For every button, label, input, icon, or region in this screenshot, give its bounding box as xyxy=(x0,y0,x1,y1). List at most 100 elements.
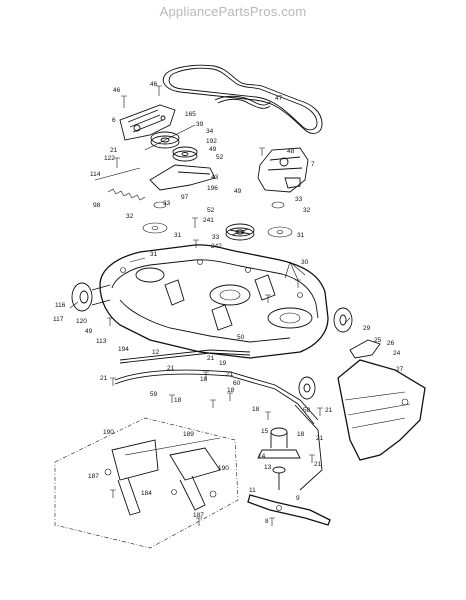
label-19: 19 xyxy=(219,360,227,367)
inset-frame xyxy=(54,417,239,549)
label-189: 189 xyxy=(183,431,194,438)
label-21: 21 xyxy=(316,435,324,442)
label-6: 6 xyxy=(112,117,116,124)
label-47: 47 xyxy=(275,95,283,102)
mower-blade xyxy=(247,494,331,526)
label-31: 31 xyxy=(174,232,182,239)
idler-arm-43 xyxy=(149,164,216,191)
label-46: 46 xyxy=(113,87,121,94)
mower-deck-housing xyxy=(99,244,329,359)
label-97: 97 xyxy=(181,194,189,201)
lift-link-59 xyxy=(114,369,319,425)
pulley-192 xyxy=(172,146,198,162)
label-24: 24 xyxy=(393,350,401,357)
belt-cover-left xyxy=(119,104,176,141)
chute-bracket-29 xyxy=(349,339,381,359)
spindle-washer-right xyxy=(267,201,293,238)
label-114: 114 xyxy=(90,171,101,178)
label-31: 31 xyxy=(297,232,305,239)
label-15: 15 xyxy=(261,428,269,435)
label-21: 21 xyxy=(325,407,333,414)
label-29: 29 xyxy=(363,325,371,332)
label-187: 187 xyxy=(193,512,204,519)
label-46: 46 xyxy=(150,81,158,88)
label-31: 31 xyxy=(150,251,158,258)
label-30: 30 xyxy=(301,259,309,266)
label-122: 122 xyxy=(104,155,115,162)
label-59: 59 xyxy=(150,391,158,398)
spindle-washer-left xyxy=(142,201,168,234)
label-21: 21 xyxy=(314,461,322,468)
label-12: 12 xyxy=(152,349,160,356)
label-187: 187 xyxy=(88,473,99,480)
label-165: 165 xyxy=(185,111,196,118)
label-39: 39 xyxy=(196,121,204,128)
lift-arm-58 xyxy=(294,404,323,491)
label-18: 18 xyxy=(200,376,208,383)
label-26: 26 xyxy=(387,340,395,347)
blade-spindle xyxy=(257,427,301,490)
label-50: 50 xyxy=(237,334,245,341)
label-196: 196 xyxy=(207,185,218,192)
label-52: 52 xyxy=(207,207,215,214)
discharge-chute xyxy=(337,359,426,461)
gauge-wheel-right-rear xyxy=(333,307,353,333)
label-34: 34 xyxy=(206,128,214,135)
label-190: 190 xyxy=(218,465,229,472)
label-27: 27 xyxy=(396,366,404,373)
label-116: 116 xyxy=(55,302,66,309)
site-watermark: AppliancePartsPros.com xyxy=(159,4,307,19)
label-7: 7 xyxy=(311,161,315,168)
label-8: 8 xyxy=(265,518,269,525)
label-21: 21 xyxy=(167,365,175,372)
label-241: 241 xyxy=(203,217,214,224)
label-120: 120 xyxy=(76,318,87,325)
gauge-wheel-left xyxy=(71,282,111,312)
label-194: 194 xyxy=(118,346,129,353)
label-33: 33 xyxy=(212,234,220,241)
leader-lines xyxy=(69,261,351,324)
center-pulley-52 xyxy=(225,223,255,241)
label-113: 113 xyxy=(96,338,107,345)
label-184: 184 xyxy=(141,490,152,497)
drive-belt xyxy=(162,64,323,134)
hardware-bolts xyxy=(107,85,323,526)
label-32: 32 xyxy=(126,213,134,220)
label-18: 18 xyxy=(174,397,182,404)
label-49: 49 xyxy=(85,328,93,335)
label-58: 58 xyxy=(303,407,311,414)
label-52: 52 xyxy=(216,154,224,161)
label-192: 192 xyxy=(206,138,217,145)
label-9: 9 xyxy=(296,495,300,502)
spring-98 xyxy=(94,124,196,201)
label-21: 21 xyxy=(207,355,215,362)
label-21: 21 xyxy=(100,375,108,382)
label-60: 60 xyxy=(233,380,241,387)
label-49: 49 xyxy=(234,188,242,195)
label-13: 13 xyxy=(264,464,272,471)
label-117: 117 xyxy=(53,316,64,323)
lift-rod-12 xyxy=(119,349,251,364)
label-25: 25 xyxy=(374,337,382,344)
label-43: 43 xyxy=(211,174,219,181)
label-48: 48 xyxy=(287,148,295,155)
label-49: 49 xyxy=(209,146,217,153)
pulley-165 xyxy=(150,131,180,149)
label-242: 242 xyxy=(211,243,222,250)
label-32: 32 xyxy=(303,207,311,214)
label-11: 11 xyxy=(249,487,256,494)
label-98: 98 xyxy=(93,202,101,209)
label-21: 21 xyxy=(110,147,118,154)
label-18: 18 xyxy=(252,406,260,413)
label-21: 21 xyxy=(226,371,234,378)
label-33: 33 xyxy=(163,200,171,207)
label-190: 190 xyxy=(103,429,114,436)
label-14: 14 xyxy=(258,453,266,460)
gauge-wheel-right-front xyxy=(298,376,316,400)
label-18: 18 xyxy=(297,431,305,438)
label-18: 18 xyxy=(227,387,235,394)
label-33: 33 xyxy=(295,196,303,203)
inset-arm-bracket xyxy=(104,437,221,516)
part-labels: 46 46 47 6 165 39 34 192 49 52 21 122 48… xyxy=(53,81,404,525)
